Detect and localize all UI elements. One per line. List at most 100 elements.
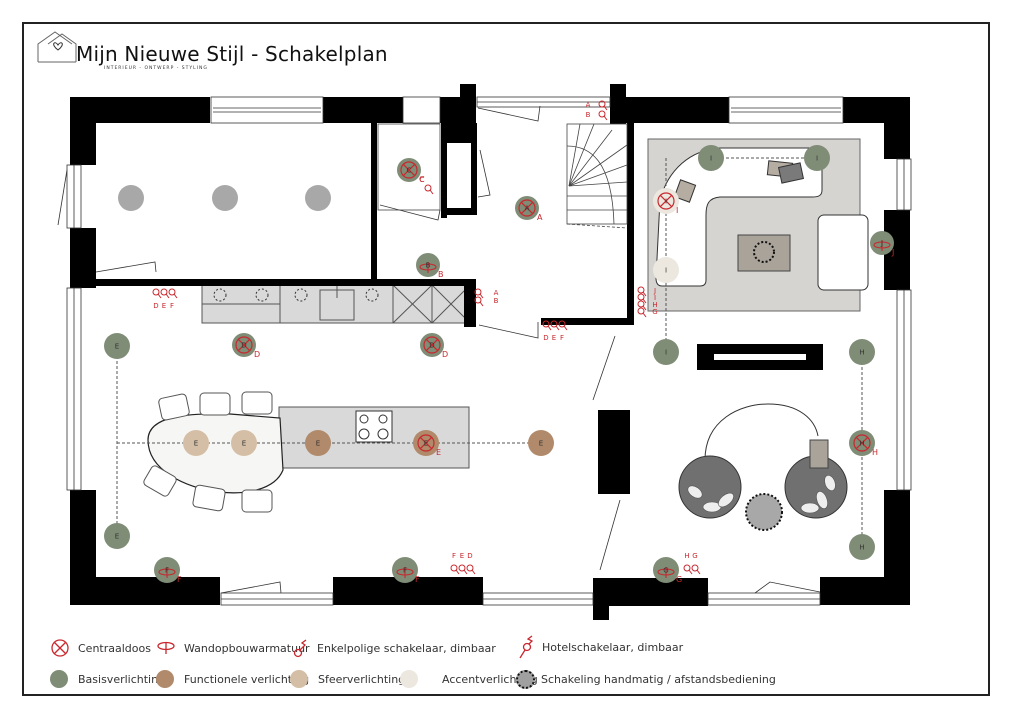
legend-label: Enkelpolige schakelaar, dimbaar — [317, 641, 496, 655]
light-fixture-basis: I — [698, 145, 724, 171]
light-fixture-basis: DD — [232, 333, 260, 359]
fireplace — [697, 344, 823, 370]
junction-box-icon — [423, 336, 441, 354]
light-fixture-basis: FF — [392, 557, 420, 584]
circuit-tag: C — [419, 175, 425, 184]
legend-label: Sfeerverlichting — [318, 672, 406, 686]
light-circuit-label: E — [242, 440, 246, 448]
light-circle — [849, 534, 875, 560]
light-circuit-label: I — [665, 267, 667, 275]
manual-remote-switch-dot — [516, 670, 535, 689]
legend-single-pole-switch: Enkelpolige schakelaar, dimbaar — [293, 638, 496, 658]
light-circle — [212, 185, 238, 211]
light-fixture-existing — [118, 185, 144, 211]
switch-circuit-label: I — [654, 294, 656, 302]
light-fixture-functioneel: E — [305, 430, 331, 456]
light-circle — [804, 145, 830, 171]
legend-manual-remote: Schakeling handmatig / afstandsbediening — [516, 670, 776, 689]
wall-fixture-icon — [396, 567, 414, 578]
sofa — [655, 147, 869, 291]
switch-circuit-label: D — [543, 334, 548, 342]
switch-group: AB — [586, 100, 608, 121]
switch-circuit-label: J — [653, 287, 656, 295]
light-circuit-label: I — [665, 198, 667, 206]
legend-label: Centraaldoos — [78, 641, 151, 655]
legend-label: Basisverlichting — [78, 672, 166, 686]
switch-circuit-label: E — [552, 334, 556, 342]
light-circle — [104, 523, 130, 549]
legend-junction-box: Centraaldoos — [50, 638, 151, 658]
light-fixture-basis: AA — [515, 196, 543, 222]
light-circuit-label: I — [665, 349, 667, 357]
burner-icon — [213, 288, 227, 302]
light-circuit-label: I — [816, 155, 818, 163]
light-fixture-basis: JJ — [870, 231, 894, 257]
light-fixture-functioneel: E — [528, 430, 554, 456]
light-fixture-sfeer: E — [183, 430, 209, 456]
light-circle — [183, 430, 209, 456]
switch-circuit-label: F — [452, 552, 456, 560]
legend-label: Wandopbouwarmatuur — [184, 641, 310, 655]
legend-label: Hotelschakelaar, dimbaar — [542, 640, 684, 654]
light-circuit-label: H — [859, 349, 864, 357]
legend-ambient: Sfeerverlichting — [290, 670, 405, 688]
basis-light-dot — [50, 670, 68, 688]
legend-hotel-switch: Hotelschakelaar, dimbaar — [518, 634, 683, 660]
accent-light-dot — [400, 670, 418, 688]
junction-box-icon — [235, 336, 253, 354]
circuit-tag: H — [872, 448, 878, 457]
wall-fixture-icon — [657, 567, 675, 578]
light-fixture-basis: I — [804, 145, 830, 171]
dining-table — [143, 391, 284, 513]
circuit-tag: G — [676, 575, 682, 584]
lounge-area — [678, 403, 848, 531]
title-text: Mijn Nieuwe Stijl - Schakelplan — [76, 42, 388, 66]
switch-circuit-label: B — [586, 111, 591, 119]
light-fixture-basis: CC — [397, 158, 425, 184]
switch-group: AB — [474, 288, 499, 307]
legend-basis: Basisverlichting — [50, 670, 165, 688]
light-fixture-sfeer: E — [231, 430, 257, 456]
walls — [70, 84, 910, 620]
burner-icon — [294, 288, 308, 302]
light-circle — [849, 339, 875, 365]
light-fixture-basis: I — [653, 339, 679, 365]
light-circle — [653, 257, 679, 283]
side-table — [745, 493, 783, 531]
light-circuit-label: E — [115, 343, 119, 351]
tagline: INTERIEUR - ONTWERP - STYLING — [104, 66, 208, 71]
light-circuit-label: J — [880, 240, 883, 248]
legend-label: Accentverlichting — [442, 672, 538, 686]
switch-circuit-label: C — [420, 176, 425, 184]
light-fixture-existing — [305, 185, 331, 211]
switch-circuit-label: D — [153, 302, 158, 310]
circuit-tag: E — [436, 448, 441, 457]
legend-accent: Accentverlichting — [400, 670, 538, 688]
wall-fixture-icon — [157, 641, 175, 654]
switch-circuit-label: A — [494, 289, 499, 297]
toilet-fixtures — [377, 123, 441, 211]
light-circuit-label: C — [407, 167, 412, 175]
switch-circuit-label: E — [460, 552, 464, 560]
light-circle — [528, 430, 554, 456]
junction-box-icon — [417, 434, 435, 452]
light-fixture-basis: BB — [416, 253, 444, 279]
light-fixture-basis: E — [104, 333, 130, 359]
light-circuit-label: D — [429, 342, 434, 350]
functional-light-dot — [156, 670, 174, 688]
switch-circuit-label: F — [170, 302, 174, 310]
light-circle — [305, 430, 331, 456]
switch-group: C — [420, 176, 434, 195]
light-fixture-accent: I — [653, 257, 679, 283]
circuit-tag: F — [177, 575, 182, 584]
circuit-tag: B — [438, 270, 444, 279]
junction-box-icon — [400, 161, 418, 179]
legend-label: Schakeling handmatig / afstandsbediening — [541, 673, 776, 686]
